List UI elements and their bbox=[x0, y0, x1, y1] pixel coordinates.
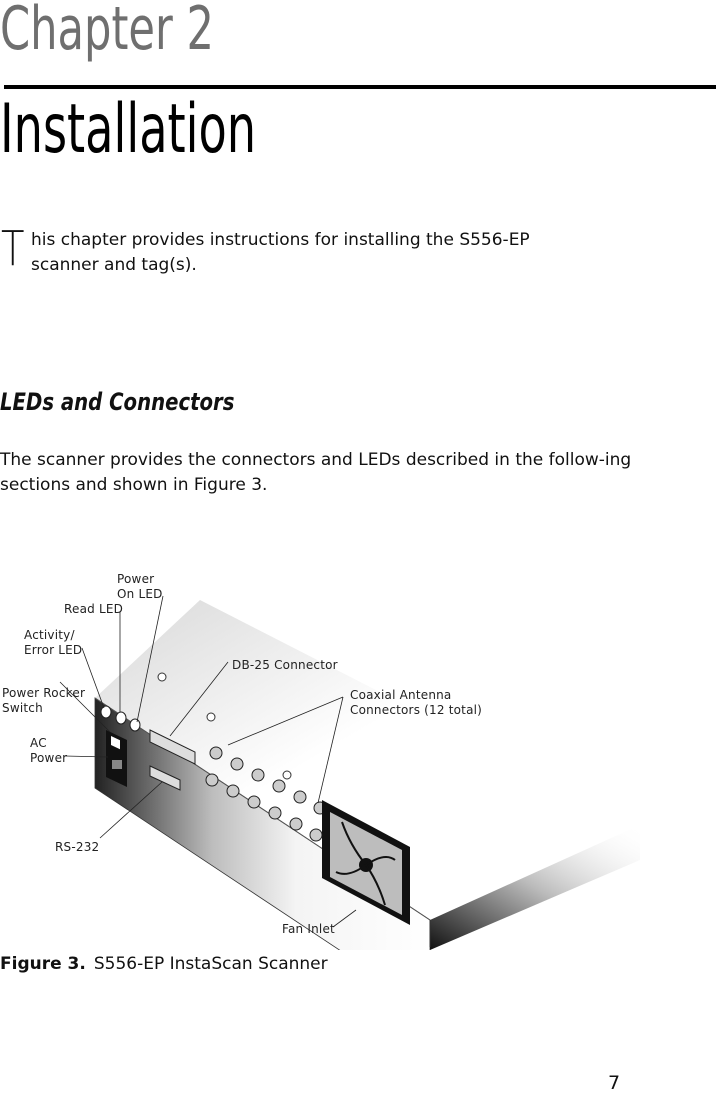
callout-fan-inlet: Fan Inlet bbox=[282, 922, 335, 936]
chapter-label: Chapter 2 bbox=[0, 0, 214, 64]
callout-ac-power: AC Power bbox=[30, 736, 68, 765]
callout-coaxial-antenna-connectors: Coaxial Antenna Connectors (12 total) bbox=[350, 688, 483, 717]
intro-text: his chapter provides instructions for in… bbox=[31, 230, 530, 275]
figure-caption-label: Figure 3. bbox=[0, 954, 86, 974]
callout-db25-connector: DB-25 Connector bbox=[232, 658, 338, 672]
scanner-illustration bbox=[59, 595, 640, 950]
callout-activity-error-led: Activity/ Error LED bbox=[24, 628, 83, 657]
page-number: 7 bbox=[608, 1072, 621, 1094]
callout-power-on-led: Power On LED bbox=[117, 572, 163, 601]
scanner-figure: Power On LED Read LED Activity/ Error LE… bbox=[0, 560, 716, 950]
page-title: Installation bbox=[0, 90, 257, 169]
section-body: The scanner provides the connectors and … bbox=[0, 450, 632, 495]
callout-read-led: Read LED bbox=[64, 602, 124, 616]
figure-caption: Figure 3. S556-EP InstaScan Scanner bbox=[0, 954, 328, 974]
drop-cap: T bbox=[1, 221, 25, 277]
callout-power-rocker-switch: Power Rocker Switch bbox=[2, 686, 86, 715]
chapter-divider bbox=[4, 85, 716, 89]
figure-caption-text: S556-EP InstaScan Scanner bbox=[93, 954, 328, 974]
callout-rs232: RS-232 bbox=[55, 840, 100, 854]
section-heading: LEDs and Connectors bbox=[0, 388, 235, 416]
